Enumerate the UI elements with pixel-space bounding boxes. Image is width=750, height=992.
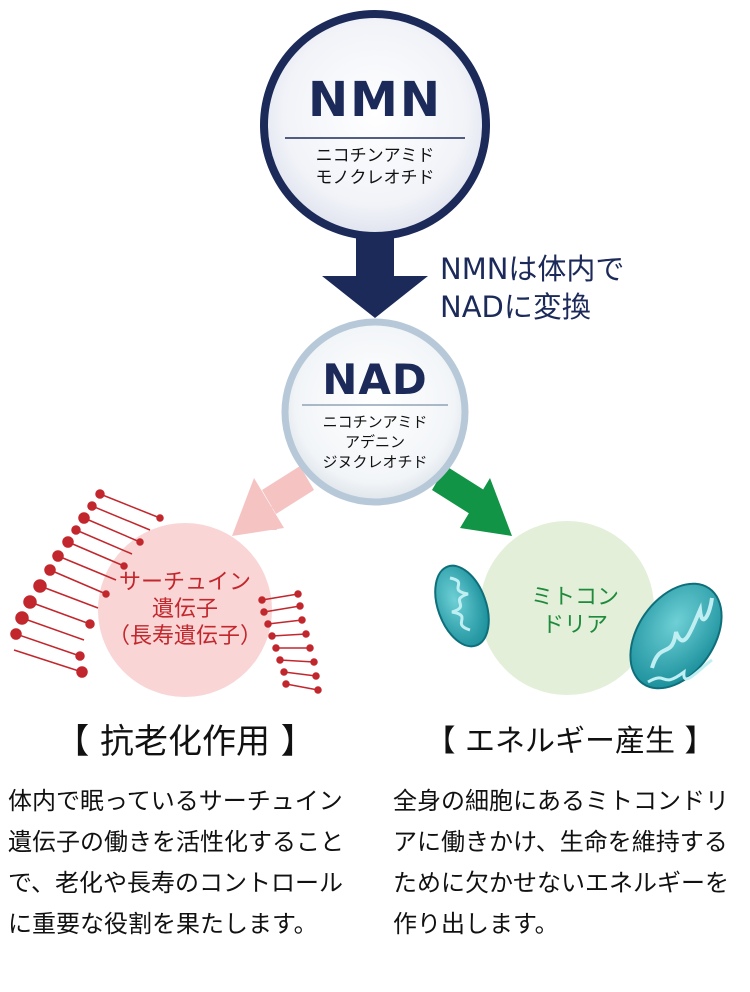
- conversion-label: NMNは体内で NADに変換: [440, 250, 700, 326]
- nad-subtitle-line2: アデニン: [344, 433, 405, 451]
- nad-circle: [281, 318, 469, 506]
- nmn-title: NMN: [307, 72, 443, 128]
- nmn-nad-diagram: [10, 10, 723, 697]
- anti-aging-description: 体内で眠っているサーチュイン遺伝子の働きを活性化することで、老化や長寿のコントロ…: [8, 787, 344, 938]
- dna-helix-right-icon: [258, 590, 322, 694]
- dna-helix-left-icon: [10, 489, 164, 678]
- mitochondria-circle: [480, 521, 654, 695]
- pink-arrow-body: [262, 466, 314, 514]
- mitochondrion-left-icon: [434, 564, 490, 648]
- nad-title: NAD: [322, 355, 428, 404]
- pink-arrow-head: [232, 478, 284, 536]
- nmn-subtitle: ニコチンアミド モノクレオチド: [285, 145, 465, 189]
- down-arrow-icon: [322, 218, 428, 318]
- sirtuin-label: サーチュイン 遺伝子 （長寿遺伝子）: [85, 569, 285, 650]
- mitochondria-line2: ドリア: [541, 613, 608, 638]
- conversion-line1: NMNは体内で: [440, 252, 625, 286]
- mitochondria-label: ミトコン ドリア: [500, 584, 650, 640]
- nad-subtitle: ニコチンアミド アデニン ジヌクレオチド: [300, 412, 450, 472]
- sirtuin-circle: [98, 523, 272, 697]
- energy-description: 全身の細胞にあるミトコンドリアに働きかけ、生命を維持するために欠かせないエネルギ…: [393, 787, 729, 938]
- mitochondria-line1: ミトコン: [530, 585, 619, 610]
- nmn-subtitle-line1: ニコチンアミド: [315, 146, 435, 166]
- green-arrow-body: [432, 466, 484, 514]
- conversion-line2: NADに変換: [440, 290, 591, 324]
- energy-heading: 【 エネルギー産生 】: [425, 724, 715, 759]
- nad-subtitle-line3: ジヌクレオチド: [322, 453, 428, 471]
- nmn-subtitle-line2: モノクレオチド: [315, 168, 435, 188]
- sirtuin-line1: サーチュイン: [118, 570, 251, 595]
- green-arrow-head: [460, 478, 512, 536]
- sirtuin-line2: 遺伝子: [151, 597, 218, 622]
- nmn-circle: [260, 10, 490, 240]
- anti-aging-heading: 【 抗老化作用 】: [55, 722, 315, 762]
- sirtuin-line3: （長寿遺伝子）: [107, 624, 262, 649]
- mitochondrion-right-icon: [629, 582, 723, 690]
- nad-subtitle-line1: ニコチンアミド: [322, 413, 428, 431]
